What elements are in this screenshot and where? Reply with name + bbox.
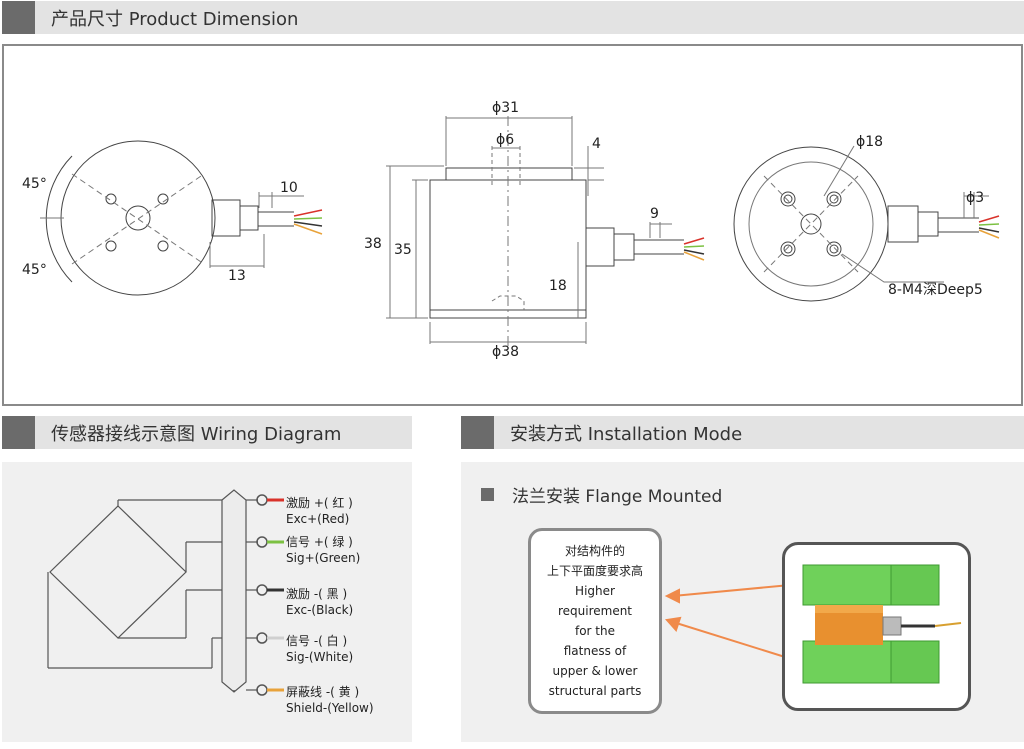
wire-label-en: Exc+(Red) bbox=[286, 512, 350, 526]
dim-top-diameter: ϕ31 bbox=[492, 100, 519, 116]
header-marker bbox=[461, 416, 494, 449]
section-title-dimension: 产品尺寸 Product Dimension bbox=[51, 8, 299, 30]
dim-cable-height: 18 bbox=[549, 278, 567, 294]
angle-label-top: 45° bbox=[22, 176, 47, 192]
wire-label-cn: 信号 -( 白 ) bbox=[286, 634, 348, 648]
section-title-installation: 安装方式 Installation Mode bbox=[510, 423, 743, 445]
dim-left-cable: 10 bbox=[280, 180, 298, 196]
wire-label-cn: 激励 -( 黑 ) bbox=[286, 587, 348, 601]
dim-total-height: 38 bbox=[364, 236, 382, 252]
dimension-drawing: 45° 45° 10 13 bbox=[22, 100, 1000, 360]
installation-panel: 法兰安装 Flange Mounted 对结构件的 上下平面度要求高 Highe… bbox=[461, 462, 1024, 742]
wire-label-cn: 屏蔽线 -( 黄 ) bbox=[286, 685, 360, 699]
dim-center-hole: ϕ6 bbox=[496, 132, 514, 148]
bullet-square bbox=[481, 488, 494, 501]
load-cell-illustration bbox=[802, 564, 962, 684]
section-header-installation: 安装方式 Installation Mode bbox=[461, 416, 1024, 449]
dim-cable-front: 9 bbox=[650, 206, 659, 222]
note-line: for the bbox=[574, 624, 615, 638]
note-line: upper & lower bbox=[552, 664, 638, 678]
header-marker bbox=[2, 1, 35, 34]
note-line: structural parts bbox=[548, 684, 642, 698]
section-title-wiring: 传感器接线示意图 Wiring Diagram bbox=[51, 423, 342, 445]
wire-label-cn: 激励 +( 红 ) bbox=[286, 496, 353, 510]
middle-cable-wires bbox=[683, 237, 705, 261]
dim-pcd-diameter: ϕ18 bbox=[856, 134, 883, 150]
note-line: 上下平面度要求高 bbox=[546, 564, 643, 578]
dim-step-height: 4 bbox=[592, 136, 601, 152]
wire-label-en: Sig+(Green) bbox=[286, 551, 361, 565]
section-header-wiring: 传感器接线示意图 Wiring Diagram bbox=[2, 416, 412, 449]
wire-label-exc-minus: 激励 -( 黑 ) Exc-(Black) bbox=[286, 586, 353, 618]
header-marker bbox=[2, 416, 35, 449]
note-line: requirement bbox=[557, 604, 633, 618]
wire-label-en: Sig-(White) bbox=[286, 650, 354, 664]
installation-mode-label: 法兰安装 Flange Mounted bbox=[512, 487, 723, 507]
wire-label-en: Exc-(Black) bbox=[286, 603, 354, 617]
pointer-arrows bbox=[664, 583, 802, 663]
wire-label-shield: 屏蔽线 -( 黄 ) Shield-(Yellow) bbox=[286, 684, 374, 716]
flatness-requirement-note: 对结构件的 上下平面度要求高 Higher requirement for th… bbox=[528, 528, 662, 714]
installation-mode-heading: 法兰安装 Flange Mounted bbox=[481, 482, 722, 507]
wire-label-en: Shield-(Yellow) bbox=[286, 701, 374, 715]
dim-body-height: 35 bbox=[394, 242, 412, 258]
middle-side-view bbox=[386, 116, 684, 346]
dimension-drawing-panel: 45° 45° 10 13 bbox=[2, 44, 1023, 406]
wire-terminals bbox=[256, 494, 284, 696]
wire-label-exc-plus: 激励 +( 红 ) Exc+(Red) bbox=[286, 495, 353, 527]
note-line: Higher bbox=[575, 584, 615, 598]
dim-left-offset: 13 bbox=[228, 268, 246, 284]
right-cable-wires bbox=[978, 215, 1000, 239]
left-top-view bbox=[40, 140, 304, 296]
left-cable-wires bbox=[293, 209, 323, 235]
flange-mounted-photo bbox=[782, 542, 971, 711]
wire-label-sig-minus: 信号 -( 白 ) Sig-(White) bbox=[286, 633, 353, 665]
wire-label-sig-plus: 信号 +( 绿 ) Sig+(Green) bbox=[286, 534, 360, 566]
dim-base-diameter: ϕ38 bbox=[492, 344, 519, 360]
wire-label-cn: 信号 +( 绿 ) bbox=[286, 535, 353, 549]
note-line: 对结构件的 bbox=[564, 544, 625, 558]
angle-label-bottom: 45° bbox=[22, 262, 47, 278]
dim-cable-diameter: ϕ3 bbox=[966, 190, 984, 206]
right-bottom-view bbox=[733, 145, 989, 302]
wiring-diagram bbox=[47, 489, 284, 696]
section-header-dimension: 产品尺寸 Product Dimension bbox=[2, 1, 1024, 34]
dim-thread-spec: 8-M4深Deep5 bbox=[888, 282, 983, 298]
note-line: flatness of bbox=[563, 644, 627, 658]
wiring-diagram-panel: 激励 +( 红 ) Exc+(Red) 信号 +( 绿 ) Sig+(Green… bbox=[2, 462, 412, 742]
